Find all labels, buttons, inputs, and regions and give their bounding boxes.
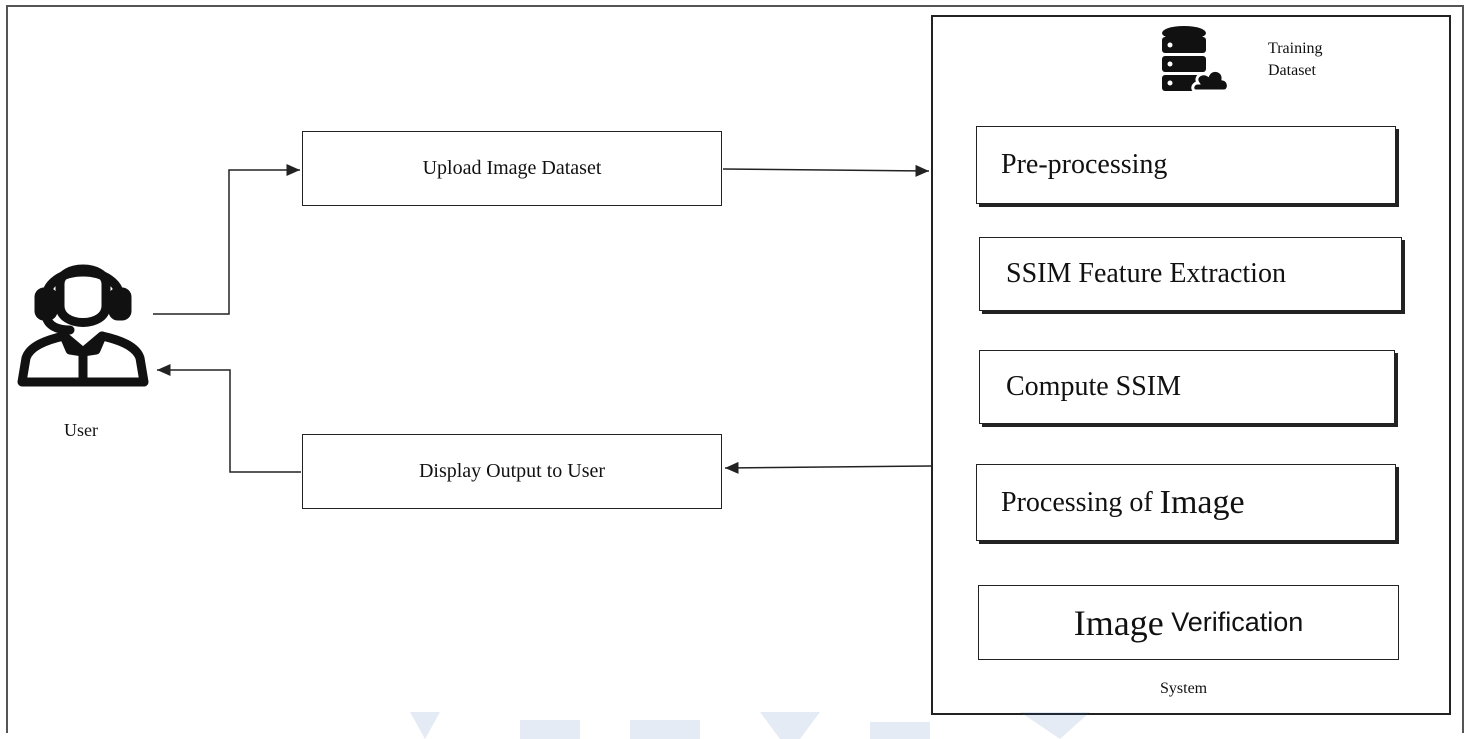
step-ssim-feature-extraction-box: SSIM Feature Extraction <box>979 237 1402 311</box>
system-label: System <box>1160 680 1208 697</box>
user-label: User <box>64 420 98 440</box>
arrow-system-to-display <box>724 461 933 474</box>
step-ssim-feature-extraction-label: SSIM Feature Extraction <box>1006 258 1286 289</box>
arrow-upload-to-system <box>722 164 930 177</box>
step-processing-of-image-box: Processing of Image <box>976 464 1396 541</box>
upload-image-dataset-label: Upload Image Dataset <box>422 157 602 179</box>
user-headset-icon <box>17 264 149 387</box>
step-image-verification-label-emph: Image <box>1073 602 1164 643</box>
step-compute-ssim-label: Compute SSIM <box>1006 371 1182 402</box>
watermark-shapes <box>410 712 1090 739</box>
upload-image-dataset-box: Upload Image Dataset <box>302 131 722 206</box>
step-image-verification-box: Image Verification <box>978 585 1399 660</box>
training-dataset-label-line1: Training <box>1268 40 1323 57</box>
training-dataset-label-line2: Dataset <box>1268 61 1316 79</box>
step-image-verification-label-suffix: Verification <box>1163 607 1304 637</box>
step-preprocessing-box: Pre-processing <box>976 126 1396 204</box>
diagram-frame <box>6 5 1464 733</box>
step-processing-of-image-label-emph: Image <box>1159 483 1245 521</box>
step-preprocessing-label: Pre-processing <box>1001 149 1168 180</box>
step-processing-of-image-label-prefix: Processing of <box>1001 486 1160 518</box>
arrow-display-to-user <box>157 364 301 473</box>
training-dataset-label: Training Dataset <box>1268 38 1323 81</box>
display-output-label: Display Output to User <box>418 460 606 482</box>
database-cloud-icon <box>1162 26 1228 93</box>
step-compute-ssim-box: Compute SSIM <box>979 350 1395 424</box>
display-output-box: Display Output to User <box>302 434 722 509</box>
arrow-user-to-upload <box>153 164 300 315</box>
